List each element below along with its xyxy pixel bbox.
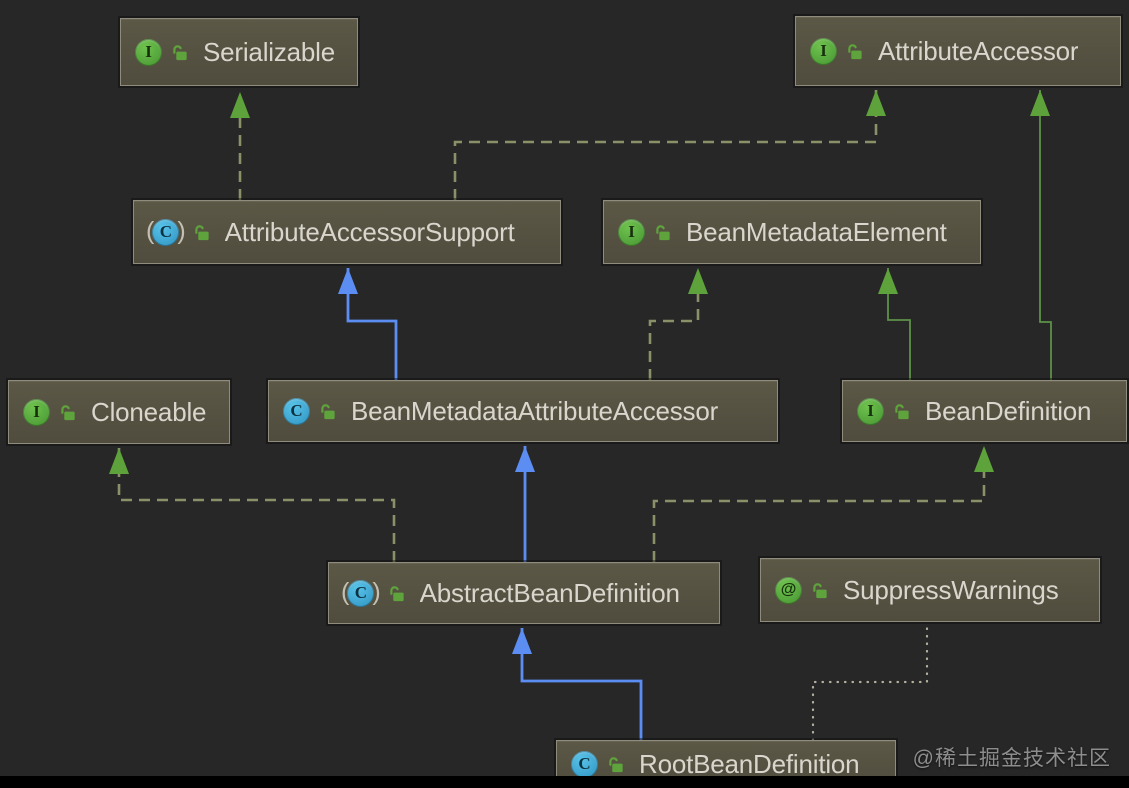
node-label: Serializable [203,36,336,67]
abstract-class-icon: (C) [341,577,381,607]
interface-icon: I [23,398,50,426]
interface-icon: I [618,218,645,246]
node-attribute-accessor[interactable]: I AttributeAccessor [795,16,1121,86]
public-lock-icon [171,43,190,62]
node-bean-definition[interactable]: I BeanDefinition [842,380,1127,442]
node-label: AttributeAccessor [878,35,1079,66]
node-cloneable[interactable]: I Cloneable [8,380,230,444]
watermark: @稀土掘金技术社区 [912,747,1111,770]
edge-bean-definition--bean-metadata-element [878,268,911,380]
node-label: BeanDefinition [925,395,1092,426]
node-label: AbstractBeanDefinition [419,577,680,608]
edge-abstract-bean-definition--bean-definition [652,446,994,562]
public-lock-icon [607,755,626,774]
node-serializable[interactable]: I Serializable [120,18,358,86]
annotation-icon: @ [775,576,802,604]
public-lock-icon [654,223,673,242]
edge-bean-metadata-attribute-accessor--attribute-accessor-support [338,268,398,380]
node-label: BeanMetadataAttributeAccessor [351,395,719,426]
node-suppress-warnings[interactable]: @ SuppressWarnings [760,558,1100,622]
edge-attribute-accessor-support--attribute-accessor [453,90,886,200]
public-lock-icon [846,42,865,61]
node-label: SuppressWarnings [843,574,1059,605]
edge-abstract-bean-definition--cloneable [109,448,396,562]
bottom-crop-bar [0,776,1129,788]
interface-icon: I [857,397,884,425]
node-abstract-bean-definition[interactable]: (C) AbstractBeanDefinition [328,562,720,624]
public-lock-icon [388,584,407,603]
public-lock-icon [319,402,338,421]
node-bean-metadata-attribute-accessor[interactable]: C BeanMetadataAttributeAccessor [268,380,778,442]
abstract-class-icon: (C) [146,216,186,246]
node-label: AttributeAccessorSupport [224,216,515,247]
edge-root-bean-definition--suppress-warnings [811,622,929,742]
interface-icon: I [135,38,162,66]
public-lock-icon [811,581,830,600]
node-label: RootBeanDefinition [639,748,860,779]
class-icon: C [283,397,310,425]
public-lock-icon [193,223,212,242]
class-icon: C [571,750,598,778]
node-bean-metadata-element[interactable]: I BeanMetadataElement [603,200,981,264]
node-label: Cloneable [91,396,207,427]
public-lock-icon [59,403,78,422]
node-attribute-accessor-support[interactable]: (C) AttributeAccessorSupport [133,200,561,264]
edge-bean-definition--attribute-accessor [1030,90,1052,380]
edge-bean-metadata-attribute-accessor--bean-metadata-element [648,268,708,380]
interface-icon: I [810,37,837,65]
edge-root-bean-definition--abstract-bean-definition [512,628,643,740]
public-lock-icon [893,402,912,421]
node-label: BeanMetadataElement [686,216,947,247]
